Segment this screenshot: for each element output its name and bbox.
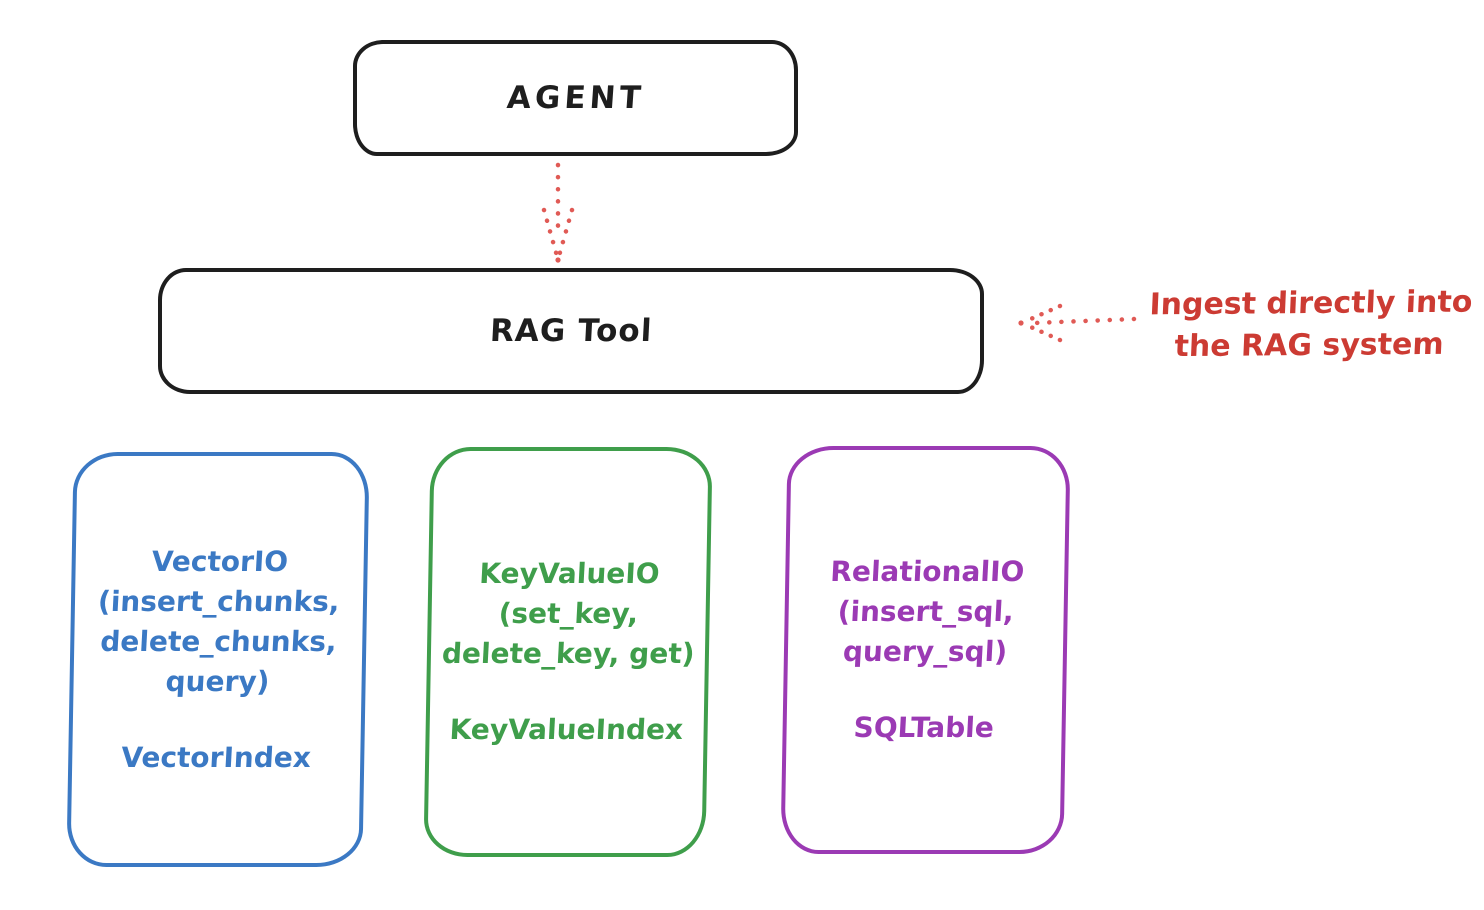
vector-io-line: query) — [164, 664, 271, 698]
vector-io-line: VectorIO — [150, 544, 289, 578]
annotation-line-1: Ingest directly into — [1148, 284, 1474, 323]
rag-tool-box: RAG Tool — [158, 268, 984, 394]
sql-table-label: SQLTable — [853, 711, 996, 744]
keyvalue-io-line: delete_key, get) — [440, 637, 696, 670]
keyvalue-index-label: KeyValueIndex — [449, 713, 685, 746]
relational-io-box: RelationalIO (insert_sql, query_sql) SQL… — [780, 446, 1071, 854]
relational-io-line: RelationalIO — [829, 555, 1025, 588]
vector-io-line: delete_chunks, — [99, 624, 338, 658]
keyvalue-io-line: (set_key, — [498, 597, 640, 630]
vector-io-box: VectorIO (insert_chunks, delete_chunks, … — [66, 452, 370, 867]
agent-box: AGENT — [353, 40, 798, 156]
arrow-down-icon — [541, 162, 575, 263]
vector-io-line: (insert_chunks, — [97, 584, 341, 618]
keyvalue-io-box: KeyValueIO (set_key, delete_key, get) Ke… — [423, 447, 713, 857]
vector-index-label: VectorIndex — [120, 740, 312, 774]
agent-label: AGENT — [505, 80, 646, 116]
relational-io-line: query_sql) — [842, 635, 1009, 668]
rag-tool-label: RAG Tool — [488, 313, 654, 349]
keyvalue-io-line: KeyValueIO — [478, 557, 661, 590]
ingest-annotation: Ingest directly into the RAG system — [1138, 281, 1482, 368]
relational-io-line: (insert_sql, — [837, 595, 1016, 628]
arrow-left-icon — [1018, 303, 1137, 343]
annotation-line-2: the RAG system — [1173, 326, 1445, 365]
